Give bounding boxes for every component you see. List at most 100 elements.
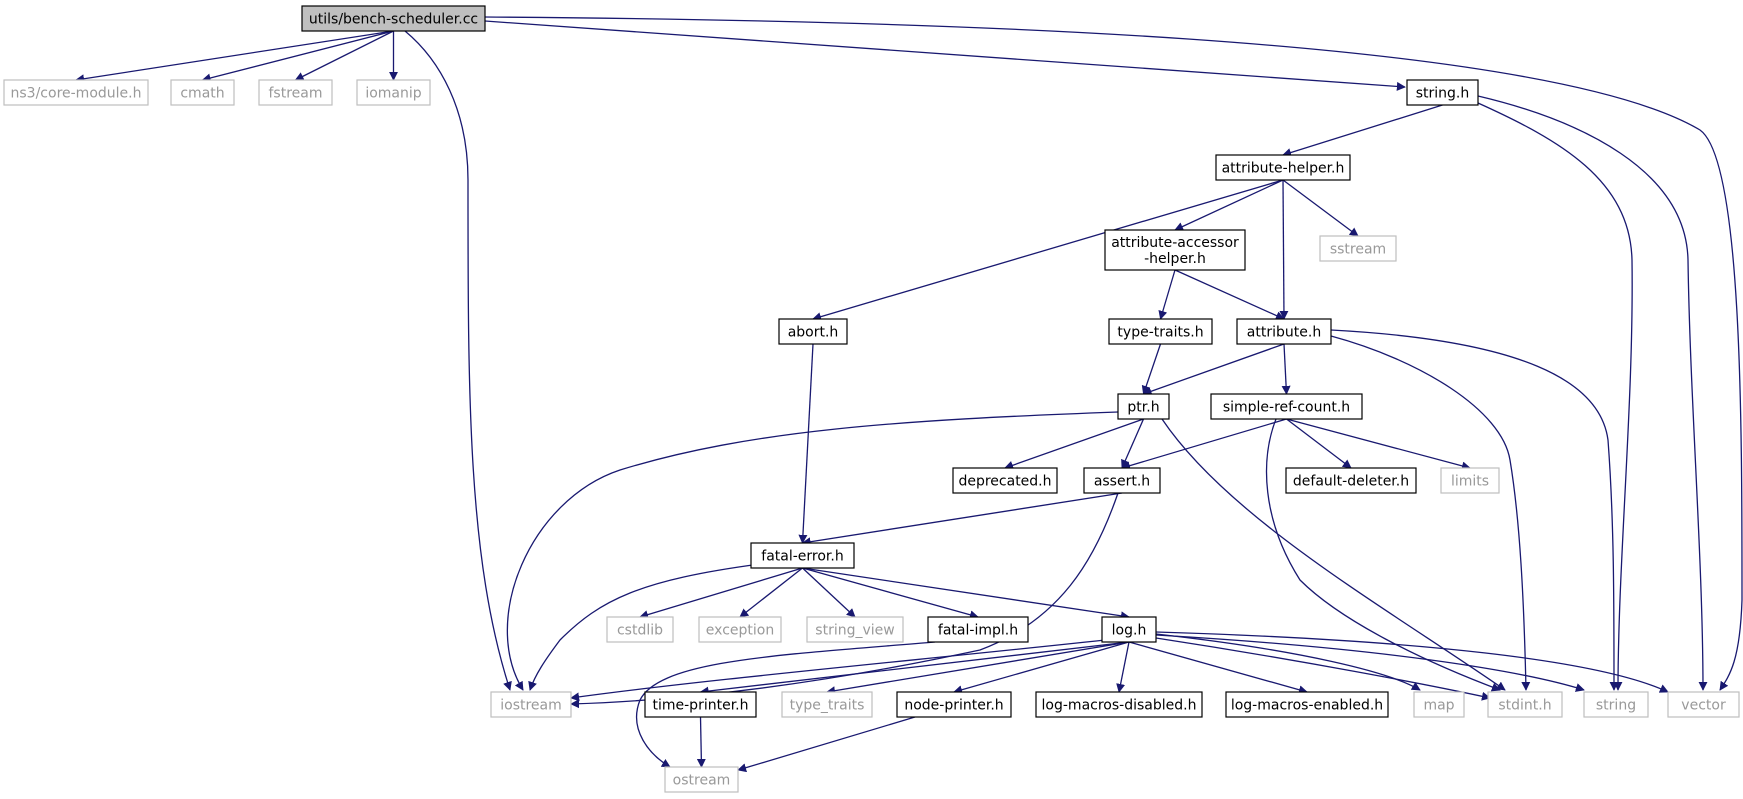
node-box: [896, 691, 1012, 718]
node-attribute-h[interactable]: attribute.h: [1236, 318, 1332, 345]
node-node-printer-h[interactable]: node-printer.h: [896, 691, 1012, 718]
edge-arrow: [802, 567, 1130, 621]
node-label: limits: [1451, 474, 1489, 490]
edge-timeprinter-to-ostream: [696, 716, 706, 768]
node-ptr-h[interactable]: ptr.h: [1117, 393, 1170, 420]
node-box: [750, 542, 855, 569]
edge-arrow: [812, 179, 1284, 322]
node-box: [1236, 318, 1332, 345]
edge-attraccessor-to-attribute: [1174, 269, 1285, 320]
node-label: type-traits.h: [1117, 325, 1203, 341]
node-label: cmath: [180, 86, 224, 102]
node-label: fatal-impl.h: [938, 623, 1018, 639]
edge-arrow: [1174, 179, 1284, 231]
node-fatal-impl-h[interactable]: fatal-impl.h: [927, 616, 1029, 643]
node-box: [1083, 467, 1161, 494]
node-simple-ref-count-h[interactable]: simple-ref-count.h: [1210, 393, 1363, 420]
dependency-edges: [75, 16, 1743, 773]
node-time-printer-h[interactable]: time-printer.h: [644, 691, 757, 718]
edge-attrhelper-to-abort: [812, 179, 1284, 322]
edge-arrow: [1158, 269, 1176, 320]
node-box: [778, 318, 848, 345]
node-iomanip: iomanip: [356, 79, 431, 106]
node-sstream: sstream: [1319, 235, 1397, 262]
node-box: [1319, 235, 1397, 262]
edge-arrow: [201, 30, 394, 83]
node-label: attribute-helper.h: [1222, 161, 1345, 177]
node-label: log-macros-enabled.h: [1231, 698, 1383, 714]
node-limits: limits: [1440, 467, 1500, 494]
node-default-deleter-h[interactable]: default-deleter.h: [1285, 467, 1417, 494]
edge-fatalerror-to-stringview: [802, 567, 856, 618]
edge-attribute-to-stdint: [1330, 335, 1531, 691]
edge-root-to-vector: [484, 16, 1743, 691]
node-vector: vector: [1667, 691, 1740, 718]
node-label: deprecated.h: [958, 474, 1051, 490]
node-log-macros-disabled-h[interactable]: log-macros-disabled.h: [1035, 691, 1203, 718]
edge-arrow: [1142, 343, 1285, 396]
node-utils-bench-scheduler-cc[interactable]: utils/bench-scheduler.cc: [301, 5, 486, 32]
node-label: exception: [706, 623, 774, 639]
node-label: simple-ref-count.h: [1223, 400, 1350, 416]
node-box: [1440, 467, 1500, 494]
edge-arrow: [802, 567, 856, 618]
edge-ptr-to-deprecated: [1004, 418, 1144, 470]
edge-arrow: [1116, 641, 1130, 693]
edge-fatalerror-to-cstdlib: [639, 567, 803, 619]
edge-arrow: [1286, 418, 1352, 469]
node-box: [1413, 691, 1465, 718]
dependency-nodes: utils/bench-scheduler.ccns3/core-module.…: [3, 5, 1740, 793]
edge-arrow: [528, 563, 761, 691]
node-label: attribute-accessor: [1111, 235, 1239, 251]
node-log-h[interactable]: log.h: [1101, 616, 1157, 643]
node-fatal-error-h[interactable]: fatal-error.h: [750, 542, 855, 569]
node-box: [1215, 154, 1351, 181]
node-label: -helper.h: [1144, 251, 1206, 267]
node-label: log.h: [1112, 623, 1147, 639]
edge-arrow: [699, 641, 1130, 696]
node-deprecated-h[interactable]: deprecated.h: [952, 467, 1058, 494]
edge-attrhelper-to-attraccessor: [1174, 179, 1284, 231]
edge-nodeprinter-to-ostream: [737, 716, 916, 773]
edge-arrow: [1004, 418, 1144, 470]
node-fstream: fstream: [258, 79, 333, 106]
node-abort-h[interactable]: abort.h: [778, 318, 848, 345]
node-label: utils/bench-scheduler.cc: [309, 12, 478, 28]
edge-arrow: [1174, 269, 1285, 320]
node-box: [927, 616, 1029, 643]
edge-ptr-to-iostream: [506, 411, 1119, 691]
node-label: fstream: [269, 86, 323, 102]
node-box: [1108, 318, 1213, 345]
node-string-h[interactable]: string.h: [1406, 79, 1479, 106]
node-box: [3, 79, 149, 106]
node-label: map: [1423, 698, 1454, 714]
edge-arrow: [484, 20, 1406, 91]
edge-arrow: [826, 641, 1130, 696]
edge-arrow: [739, 567, 803, 618]
edge-stringh-to-vector: [1477, 95, 1708, 691]
edge-fatalimpl-to-ostream: [635, 641, 936, 768]
edge-arrow: [75, 30, 394, 84]
node-box: [1225, 691, 1389, 718]
edge-stringh-to-string: [1477, 102, 1633, 691]
edge-arrow: [294, 30, 394, 81]
edge-arrow: [570, 639, 1106, 702]
edge-arrow: [1477, 95, 1708, 691]
node-attribute-helper-h[interactable]: attribute-helper.h: [1215, 154, 1351, 181]
edge-arrow: [635, 641, 936, 768]
node-label: iomanip: [365, 86, 421, 102]
edge-simpleref-to-defdeleter: [1286, 418, 1352, 469]
node-assert-h[interactable]: assert.h: [1083, 467, 1161, 494]
node-label: ostream: [673, 773, 731, 789]
node-log-macros-enabled-h[interactable]: log-macros-enabled.h: [1225, 691, 1389, 718]
edge-fatalerror-to-log: [802, 567, 1130, 621]
edge-arrow: [1477, 102, 1633, 691]
node-attribute-accessor-helper-h[interactable]: attribute-accessor-helper.h: [1104, 229, 1246, 271]
node-type-traits-h[interactable]: type-traits.h: [1108, 318, 1213, 345]
node-box: [301, 5, 486, 32]
edge-fatalerror-to-fatalimpl: [802, 567, 979, 620]
edge-assert-to-fatalerror: [801, 492, 1123, 547]
node-box: [490, 691, 572, 718]
edge-typetraitsh-to-ptr: [1141, 343, 1162, 395]
edge-arrow: [1286, 418, 1471, 471]
